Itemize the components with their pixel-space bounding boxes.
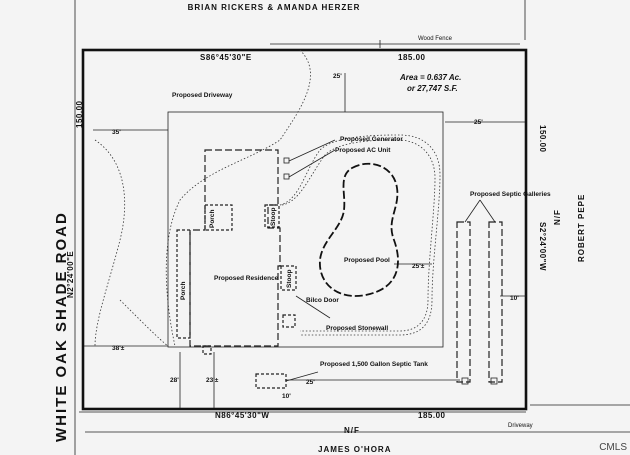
top-distance: 185.00 xyxy=(398,53,426,62)
proposed-pool-label: Proposed Pool xyxy=(344,257,390,264)
stoop-top-label: Stoop xyxy=(270,208,277,226)
porch-left-label: Porch xyxy=(180,282,187,300)
setback-septic-bottom: 25' xyxy=(306,379,315,386)
setback-front-bottom: 38'± xyxy=(112,345,125,352)
setback-tank: 10' xyxy=(282,393,291,400)
right-distance: 150.00 xyxy=(538,125,547,153)
porch-top-label: Porch xyxy=(209,210,216,228)
stonewall-inner xyxy=(281,139,436,332)
proposed-residence-outline xyxy=(176,149,297,355)
bottom-distance: 185.00 xyxy=(418,411,446,420)
proposed-driveway xyxy=(94,49,311,347)
driveway-label: Driveway xyxy=(508,423,533,429)
area-acres: Area = 0.637 Ac. xyxy=(399,73,461,82)
proposed-ac-unit-label: Proposed AC Unit xyxy=(335,147,391,154)
wood-fence xyxy=(270,40,520,48)
setback-top-center: 25' xyxy=(333,73,342,80)
proposed-septic-galleries-label: Proposed Septic Galleries xyxy=(470,191,551,198)
proposed-driveway-label: Proposed Driveway xyxy=(172,92,233,99)
proposed-septic-tank xyxy=(255,373,287,389)
neighbor-lines xyxy=(74,0,630,455)
right-neighbor-name: ROBERT PEPE xyxy=(577,194,586,262)
bottom-bearing: N86°45'30"W xyxy=(215,411,269,420)
septic-galleries xyxy=(456,199,503,385)
setback-front-top: 35' xyxy=(112,129,121,136)
top-neighbor-name: BRIAN RICKERS & AMANDA HERZER xyxy=(188,3,361,12)
proposed-stonewall-label: Proposed Stonewall xyxy=(326,325,388,332)
road-name: WHITE OAK SHADE ROAD xyxy=(53,211,70,442)
setback-bottom-left: 28' xyxy=(170,377,179,384)
dimension-ticks xyxy=(84,73,526,408)
left-bearing: N2°24'00"E xyxy=(66,251,75,298)
wood-fence-label: Wood Fence xyxy=(418,36,453,42)
ac-unit-marker xyxy=(283,173,290,180)
bottom-nf-label: N/F xyxy=(344,426,360,435)
proposed-residence-label: Proposed Residence xyxy=(214,275,279,282)
proposed-septic-tank-label: Proposed 1,500 Gallon Septic Tank xyxy=(320,361,428,368)
bilco-leader xyxy=(295,295,331,319)
right-bearing: S2°24'00"W xyxy=(538,222,547,271)
stoop-side-label: Stoop xyxy=(286,270,293,288)
setback-galleries-right: 10' xyxy=(510,295,519,302)
setback-right-top: 25' xyxy=(474,119,483,126)
setback-line xyxy=(167,111,444,348)
generator-marker xyxy=(283,157,290,164)
proposed-stonewall xyxy=(279,134,441,336)
septic-tank-leader xyxy=(285,371,319,382)
right-nf-label: N/F xyxy=(553,209,562,225)
setback-bottom-mid: 23'± xyxy=(206,377,219,384)
bottom-neighbor-name: JAMES O'HORA xyxy=(318,445,391,454)
proposed-generator-label: Proposed Generator xyxy=(340,136,403,143)
watermark: CMLS xyxy=(599,442,627,453)
left-distance: 150.00 xyxy=(75,100,84,128)
bilco-door-label: Bilco Door xyxy=(306,297,339,304)
top-bearing: S86°45'30"E xyxy=(200,53,252,62)
generator-leader xyxy=(288,139,336,162)
proposed-pool xyxy=(319,162,399,297)
area-square-feet: or 27,747 S.F. xyxy=(407,84,458,93)
setback-pool-right: 25'± xyxy=(412,263,425,270)
property-boundary xyxy=(81,48,528,411)
